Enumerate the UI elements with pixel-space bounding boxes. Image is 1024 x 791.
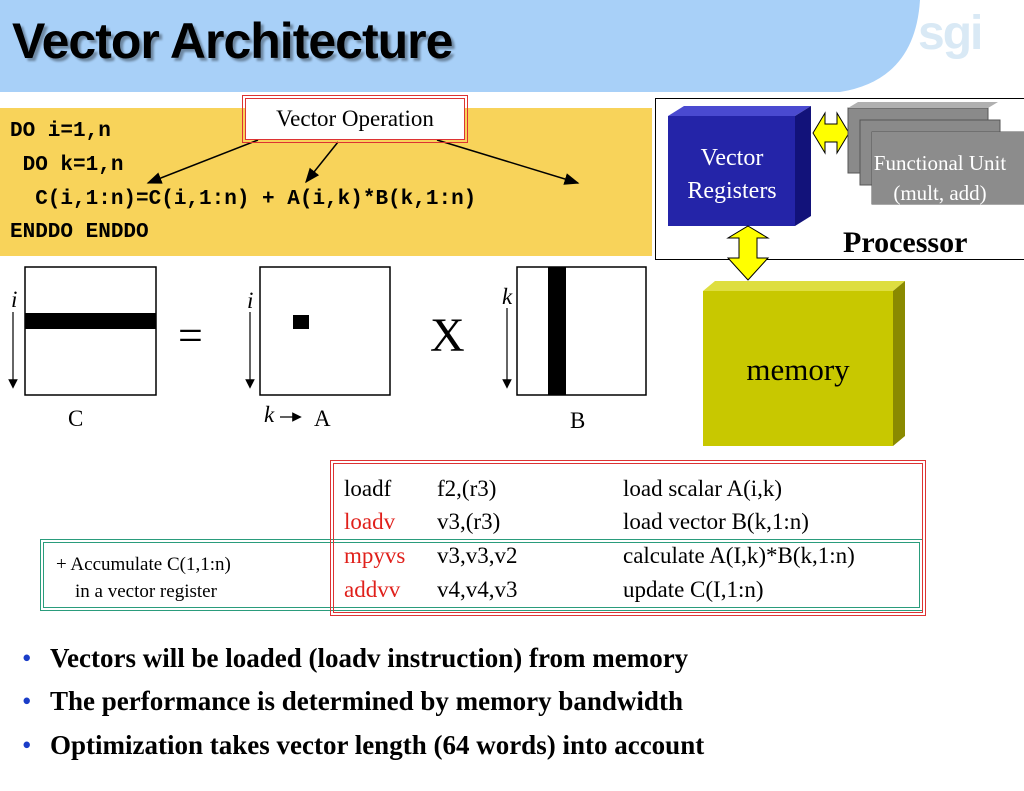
functional-unit-line-1: Functional Unit [873, 151, 1007, 175]
assembly-op: addvv [344, 577, 401, 602]
assembly-box [330, 460, 926, 616]
assembly-op: loadv [344, 509, 396, 534]
assembly-comment: load vector B(k,1:n) [623, 509, 809, 534]
vector-registers-line-2: Registers [687, 178, 777, 204]
assembly-comment: calculate A(I,k)*B(k,1:n) [623, 543, 855, 568]
bullet-3: • Optimization takes vector length (64 wo… [22, 730, 704, 761]
memory-block [703, 281, 905, 446]
functional-unit-label: Functional Unit (mult, add) [855, 148, 1024, 208]
accumulate-highlight-box [40, 539, 923, 611]
assembly-comment: load scalar A(i,k) [623, 476, 783, 501]
bullet-1-text: Vectors will be loaded (loadv instructio… [50, 643, 689, 673]
assembly-args: v3,(r3) [437, 509, 501, 534]
assembly-op: loadf [344, 476, 392, 501]
matrix-a-name: A [314, 406, 331, 431]
accumulate-note: + Accumulate C(1,1:n) in a vector regist… [56, 554, 231, 602]
matrix-c [8, 266, 157, 396]
title-band [0, 0, 920, 92]
matrix-b-name: B [570, 408, 586, 433]
register-unit-arrow [812, 111, 850, 155]
matrix-diagram [8, 266, 647, 422]
bullet-dot: • [22, 730, 32, 760]
bullet-dot: • [22, 686, 32, 716]
matrix-a [245, 266, 391, 422]
processor-diagram [668, 102, 1024, 446]
assembly-args: v4,v4,v3 [437, 577, 518, 602]
vector-operation-callout: Vector Operation [242, 95, 468, 143]
code-line-1: DO i=1,n [10, 120, 111, 143]
bullet-2: • The performance is determined by memory… [22, 686, 683, 717]
matrix-a-element [293, 315, 309, 329]
functional-unit-block [847, 102, 1024, 205]
accumulate-note-bg [46, 545, 332, 605]
assembly-op: mpyvs [344, 543, 406, 568]
code-line-4: ENDDO ENDDO [10, 221, 149, 244]
bullet-dot: • [22, 643, 32, 673]
callout-arrow-right [436, 139, 580, 185]
bullet-2-text: The performance is determined by memory … [50, 686, 683, 716]
matrix-c-name: C [68, 406, 84, 431]
equals-sign: = [178, 311, 203, 360]
register-memory-arrow [726, 225, 770, 281]
b-row-index: k [502, 284, 513, 309]
callout-arrow-left [146, 139, 259, 184]
slide-title: Vector Architecture [12, 13, 453, 69]
c-row-index: i [11, 287, 18, 312]
assembly-comment: update C(I,1:n) [623, 577, 764, 602]
matrix-b-column [548, 267, 566, 395]
code-line-3: C(i,1:n)=C(i,1:n) + A(i,k)*B(k,1:n) [10, 188, 477, 211]
sgi-logo: sgi [918, 7, 983, 60]
callout-arrow-middle [305, 141, 339, 184]
code-line-2: DO k=1,n [10, 154, 124, 177]
memory-label: memory [746, 352, 850, 387]
bullet-3-text: Optimization takes vector length (64 wor… [50, 730, 705, 760]
matrix-b [502, 266, 647, 396]
assembly-args: f2,(r3) [437, 476, 497, 501]
processor-label: Processor [843, 226, 968, 259]
assembly-args: v3,v3,v2 [437, 543, 518, 568]
matrix-c-row [25, 313, 156, 329]
bullet-1: • Vectors will be loaded (loadv instructi… [22, 643, 688, 674]
vector-registers-block [668, 106, 811, 226]
times-sign: X [430, 309, 465, 362]
a-row-index: i [247, 288, 254, 313]
vector-registers-label: Vector Registers [668, 142, 796, 208]
a-col-index: k [264, 402, 275, 427]
functional-unit-line-2: (mult, add) [893, 181, 987, 205]
vector-registers-line-1: Vector [700, 145, 764, 171]
